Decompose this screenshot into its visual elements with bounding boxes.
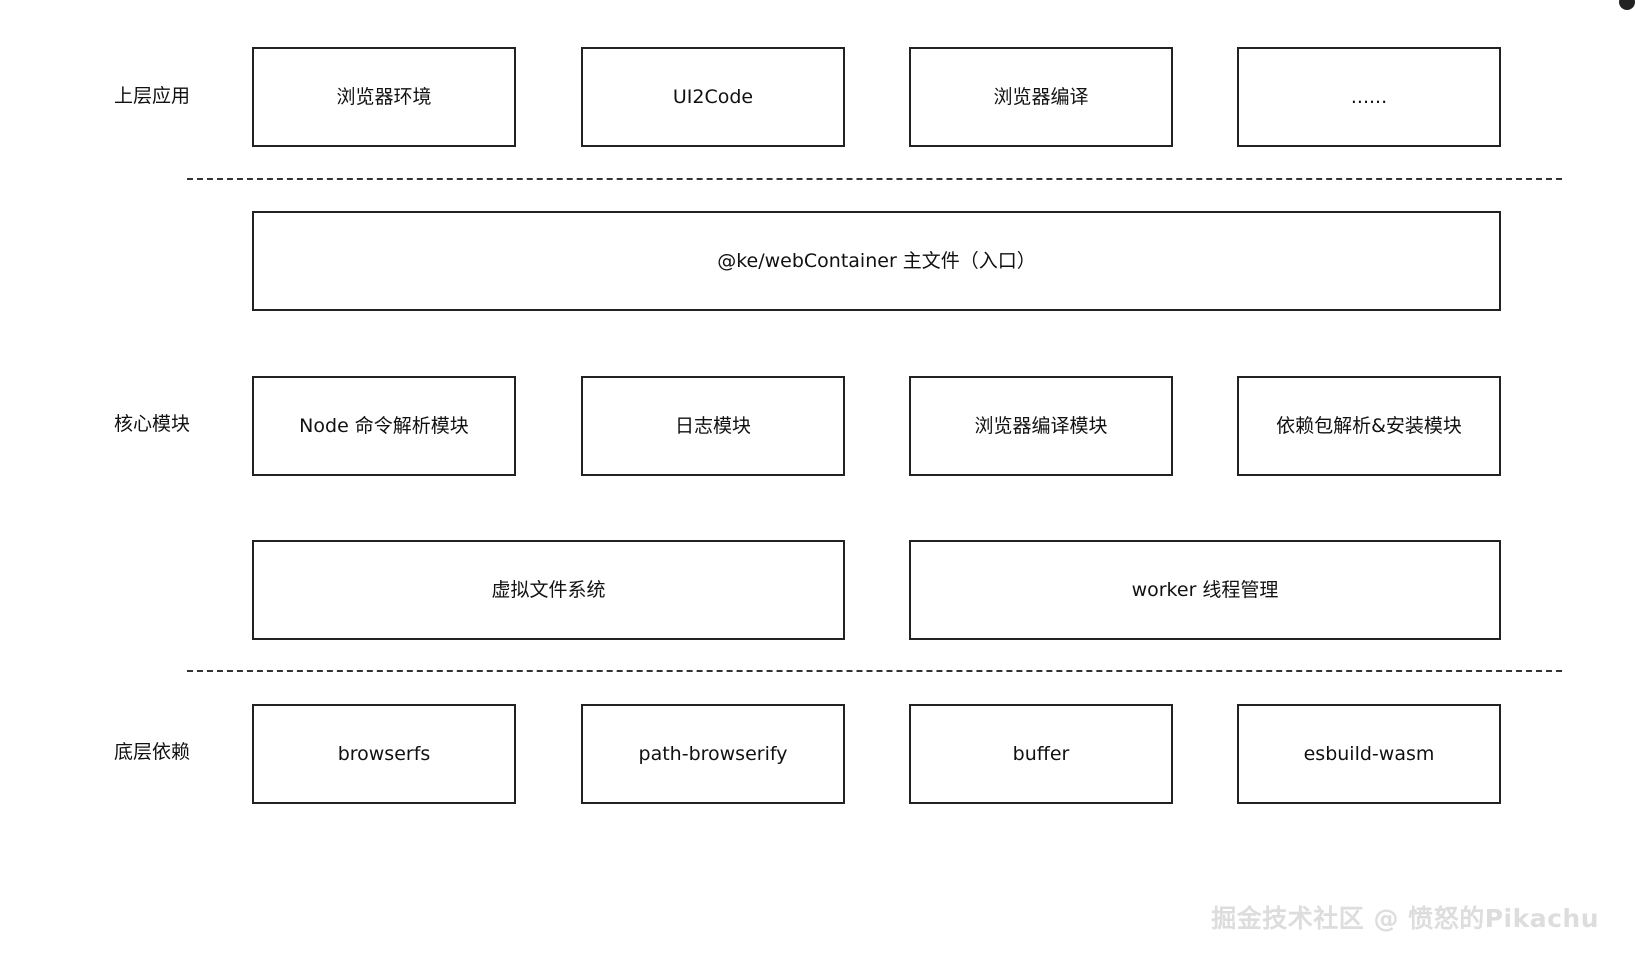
- box-browser-environment: 浏览器环境: [252, 47, 516, 147]
- box-buffer: buffer: [909, 704, 1173, 804]
- watermark: 掘金技术社区 @ 愤怒的Pikachu: [1211, 904, 1599, 933]
- layer-label-core: 核心模块: [114, 413, 191, 435]
- layer-label-bottom: 底层依赖: [114, 741, 191, 763]
- box-virtual-file-system: 虚拟文件系统: [252, 540, 845, 640]
- box-dependency-install-module: 依赖包解析&安装模块: [1237, 376, 1501, 476]
- box-browserfs: browserfs: [252, 704, 516, 804]
- corner-icon: [1619, 0, 1635, 10]
- box-esbuild-wasm: esbuild-wasm: [1237, 704, 1501, 804]
- box-browser-compile-module: 浏览器编译模块: [909, 376, 1173, 476]
- box-browser-compile: 浏览器编译: [909, 47, 1173, 147]
- box-node-command-parser: Node 命令解析模块: [252, 376, 516, 476]
- box-worker-thread-management: worker 线程管理: [909, 540, 1501, 640]
- box-log-module: 日志模块: [581, 376, 845, 476]
- divider-bottom: [187, 670, 1562, 672]
- box-ui2code: UI2Code: [581, 47, 845, 147]
- box-path-browserify: path-browserify: [581, 704, 845, 804]
- layer-label-top: 上层应用: [114, 85, 191, 107]
- box-webcontainer-entry: @ke/webContainer 主文件（入口）: [252, 211, 1501, 311]
- box-more: ......: [1237, 47, 1501, 147]
- divider-top: [187, 178, 1562, 180]
